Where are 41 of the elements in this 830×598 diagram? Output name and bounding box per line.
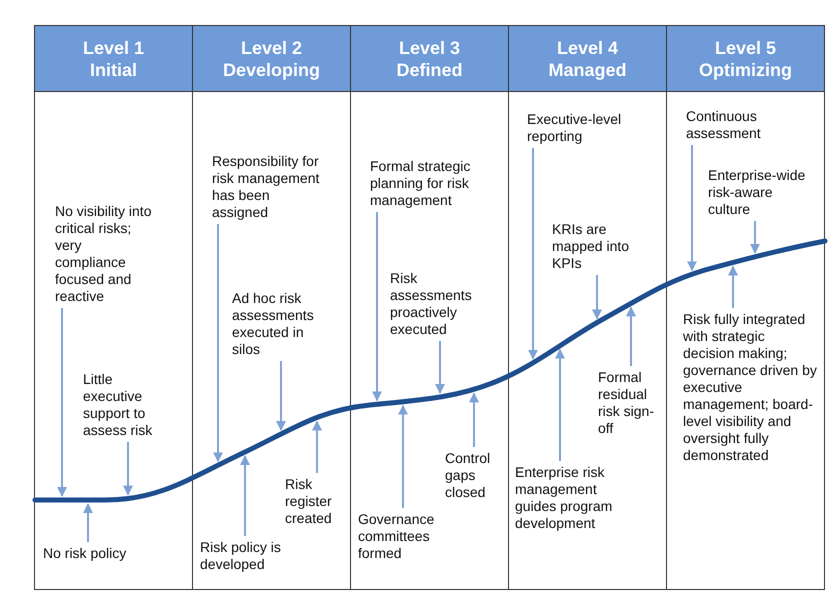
arrow bbox=[240, 455, 250, 536]
arrow bbox=[555, 348, 565, 461]
callout-text: KRIs are mapped into KPIs bbox=[552, 221, 652, 272]
callout-text: Little executive support to assess risk bbox=[83, 371, 173, 439]
arrow bbox=[435, 341, 445, 394]
arrow bbox=[750, 221, 760, 254]
callout-text: No risk policy bbox=[43, 545, 153, 562]
column-header: Level 5 Optimizing bbox=[666, 25, 825, 92]
column-header: Level 3 Defined bbox=[350, 25, 509, 92]
callout-text: Formal strategic planning for risk management bbox=[370, 158, 495, 209]
arrow bbox=[276, 361, 286, 431]
callout-text: Executive-level reporting bbox=[527, 111, 647, 145]
arrow bbox=[83, 503, 93, 542]
arrow bbox=[687, 145, 697, 272]
callout-text: Responsibility for risk management has been assigned bbox=[212, 153, 320, 221]
arrow bbox=[469, 392, 479, 447]
column-header: Level 1 Initial bbox=[34, 25, 193, 92]
arrow bbox=[57, 308, 67, 497]
callout-text: Risk fully integrated with strategic decision making; governance driven by executive management; board-level visibility and oversight fully demonstrated bbox=[683, 311, 818, 464]
arrow bbox=[372, 212, 382, 402]
callout-text: Enterprise risk management guides program development bbox=[515, 464, 640, 532]
callout-text: No visibility into critical risks; very compliance focused and reactive bbox=[55, 203, 155, 305]
column-header: Level 2 Developing bbox=[192, 25, 351, 92]
arrow bbox=[626, 306, 636, 366]
callout-text: Ad hoc risk assessments executed in silos bbox=[232, 290, 332, 358]
callout-text: Risk policy is developed bbox=[200, 539, 310, 573]
arrow bbox=[528, 148, 538, 360]
arrow bbox=[312, 420, 322, 473]
arrow bbox=[592, 275, 602, 320]
callout-text: Governance committees formed bbox=[358, 511, 468, 562]
callout-text: Risk register created bbox=[285, 476, 345, 527]
column-header: Level 4 Managed bbox=[508, 25, 667, 92]
callout-text: Control gaps closed bbox=[445, 450, 505, 501]
arrow bbox=[213, 224, 223, 462]
callout-text: Continuous assessment bbox=[686, 108, 786, 142]
arrow bbox=[728, 265, 738, 308]
callout-text: Enterprise-wide risk-aware culture bbox=[708, 167, 818, 218]
callout-text: Risk assessments proactively executed bbox=[390, 270, 490, 338]
arrow bbox=[123, 442, 133, 496]
arrow bbox=[398, 404, 408, 508]
callout-text: Formal residual risk sign-off bbox=[598, 369, 666, 437]
